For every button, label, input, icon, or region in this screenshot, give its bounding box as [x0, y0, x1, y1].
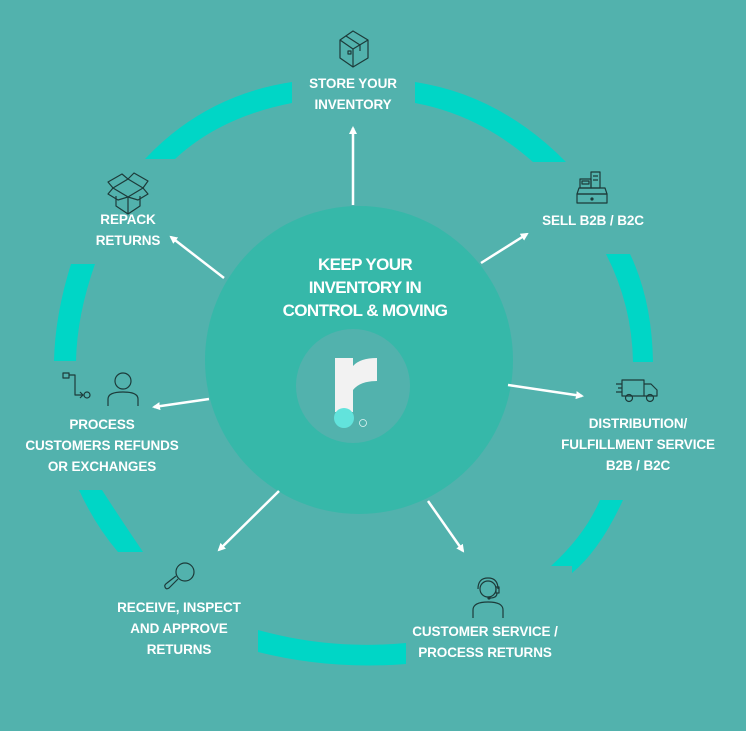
step-label-line: AND APPROVE: [130, 621, 228, 636]
step-label-line: OR EXCHANGES: [47, 459, 157, 474]
step-label-receive: RECEIVE, INSPECT AND APPROVE RETURNS: [104, 597, 254, 660]
cash-register-icon: [576, 171, 608, 204]
arrow-to-repack: [169, 235, 225, 279]
ring-segment-top-left: [145, 82, 292, 159]
ring-segment-right-upper: [606, 254, 653, 362]
step-label-sell: SELL B2B / B2C: [528, 210, 658, 231]
ring-segment-left: [54, 264, 95, 361]
logo-r-icon: [334, 358, 377, 428]
step-label-process-refunds: PROCESS CUSTOMERS REFUNDS OR EXCHANGES: [12, 414, 192, 477]
center-title: KEEP YOUR INVENTORY IN CONTROL & MOVING: [215, 253, 515, 322]
arrow-to-receive: [217, 490, 280, 552]
step-label-line: B2B / B2C: [605, 458, 671, 473]
arrows: [152, 126, 584, 553]
step-label-distribution: DISTRIBUTION/ FULFILLMENT SERVICE B2B / …: [548, 413, 728, 476]
box-icon: [339, 30, 369, 68]
delivery-truck-icon: [616, 379, 658, 403]
step-label-line: REPACK: [100, 212, 156, 227]
arrow-to-customer-service: [426, 500, 465, 553]
step-label-store: STORE YOUR INVENTORY: [293, 73, 413, 115]
registered-mark-icon: [359, 419, 367, 427]
ring-segment-right-lower: [551, 500, 623, 573]
process-person-icon: [62, 372, 139, 406]
arrow-to-process-refunds: [152, 397, 210, 411]
step-label-line: PROCESS RETURNS: [418, 645, 552, 660]
step-label-line: STORE YOUR: [309, 76, 397, 91]
step-label-line: RETURNS: [146, 642, 212, 657]
center-title-line: INVENTORY IN: [308, 278, 422, 297]
open-box-icon: [107, 172, 149, 215]
arrow-to-sell: [480, 232, 529, 265]
step-label-line: SELL B2B / B2C: [542, 213, 644, 228]
step-label-line: RECEIVE, INSPECT: [117, 600, 241, 615]
arrow-to-distribution: [507, 383, 584, 400]
magnifier-icon: [164, 562, 195, 590]
step-label-line: RETURNS: [95, 233, 161, 248]
step-label-line: FULFILLMENT SERVICE: [561, 437, 715, 452]
center-title-line: CONTROL & MOVING: [282, 301, 448, 320]
step-label-line: DISTRIBUTION/: [588, 416, 688, 431]
center-title-line: KEEP YOUR: [317, 255, 413, 274]
step-label-customer-service: CUSTOMER SERVICE / PROCESS RETURNS: [405, 621, 565, 663]
headset-agent-icon: [472, 577, 504, 618]
ring-segment-bottom-left: [79, 490, 143, 552]
step-label-line: PROCESS: [69, 417, 135, 432]
step-label-line: INVENTORY: [314, 97, 392, 112]
outer-ring: [54, 82, 653, 666]
ring-segment-top-right: [415, 82, 566, 162]
step-label-line: CUSTOMERS REFUNDS: [25, 438, 179, 453]
step-label-line: CUSTOMER SERVICE /: [412, 624, 558, 639]
step-label-repack: REPACK RETURNS: [78, 209, 178, 251]
ring-segment-bottom: [258, 630, 406, 666]
